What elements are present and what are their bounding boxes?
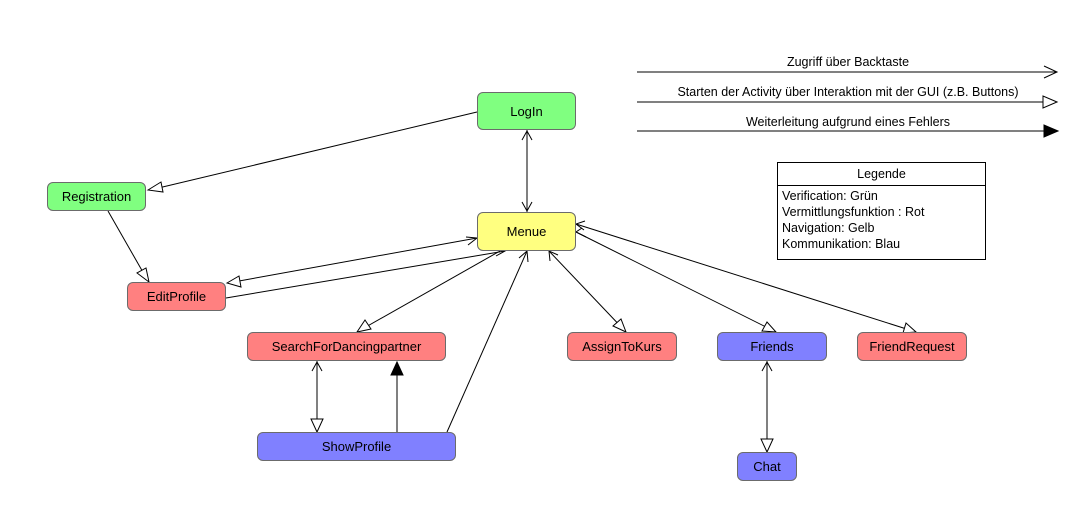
arrowhead-open-icon [574,220,586,231]
arrow-legend-back-text: Zugriff über Backtaste [786,55,910,69]
arrowhead-open-icon [521,129,533,141]
arrowhead-open-icon [521,201,533,213]
node-editprofile: EditProfile [127,282,226,311]
node-registration-label: Registration [61,189,132,204]
edge-menue-assign [548,250,627,333]
arrowhead-hollow-icon [136,267,150,284]
color-legend: Legende Verification: Grün Vermittlungsf… [777,162,986,260]
arrowhead-open-icon [548,250,559,262]
arrowhead-open-icon [575,227,587,238]
arrowhead-hollow-icon [225,275,242,288]
arrowhead-hollow-icon [355,319,372,333]
node-show-profile: ShowProfile [257,432,456,461]
arrowhead-filled-icon [390,360,404,376]
node-login-label: LogIn [510,103,543,119]
arrowhead-open-icon [1043,65,1059,79]
arrowhead-open-icon [465,236,479,246]
node-login: LogIn [477,92,576,130]
arrowhead-hollow-icon [1042,95,1059,109]
node-menue-label: Menue [506,224,547,239]
legend-title: Legende [778,163,985,186]
node-menue: Menue [477,212,576,251]
node-chat: Chat [737,452,797,481]
node-friendrequest-label: FriendRequest [869,339,955,354]
edge-login-registration [149,111,478,191]
node-friends-label: Friends [750,339,794,354]
node-showprofile-label: ShowProfile [321,439,392,454]
edge-menue-editprofile [227,237,478,284]
arrowhead-filled-icon [1043,124,1060,138]
node-search-for-dancing-partner: SearchForDancingpartner [247,332,446,361]
legend-line-red: Vermittlungsfunktion : Rot [782,205,925,219]
legend-line-yellow: Navigation: Gelb [782,221,875,235]
arrowhead-open-icon [311,360,323,372]
node-chat-label: Chat [753,459,781,474]
arrowhead-open-icon [761,360,773,372]
edge-menue-search [356,250,501,333]
node-assign-label: AssignToKurs [582,339,662,354]
arrowhead-hollow-icon [310,418,324,434]
legend-line-blue: Kommunikation: Blau [782,237,901,251]
arrowhead-hollow-icon [760,438,774,454]
node-friend-request: FriendRequest [857,332,967,361]
node-editprofile-label: EditProfile [146,289,207,304]
node-assign-to-kurs: AssignToKurs [567,332,677,361]
edge-registration-editprofile [107,210,149,282]
edge-showprofile-menue [446,250,528,433]
arrow-legend-error-text: Weiterleitung aufgrund eines Fehlers [745,115,951,129]
arrowhead-hollow-icon [761,321,778,333]
edge-menue-friendrequest [575,223,917,333]
arrowhead-hollow-icon [612,318,627,333]
arrowhead-open-icon [518,249,529,263]
node-registration: Registration [47,182,146,211]
legend-line-green: Verification: Grün [782,189,878,203]
edge-menue-friends [575,231,777,333]
edge-editprofile-menue [225,250,506,299]
node-friends: Friends [717,332,827,361]
arrowhead-hollow-icon [146,181,164,193]
node-search-label: SearchForDancingpartner [271,339,422,354]
arrow-legend-start-text: Starten der Activity über Interaktion mi… [677,85,1019,99]
